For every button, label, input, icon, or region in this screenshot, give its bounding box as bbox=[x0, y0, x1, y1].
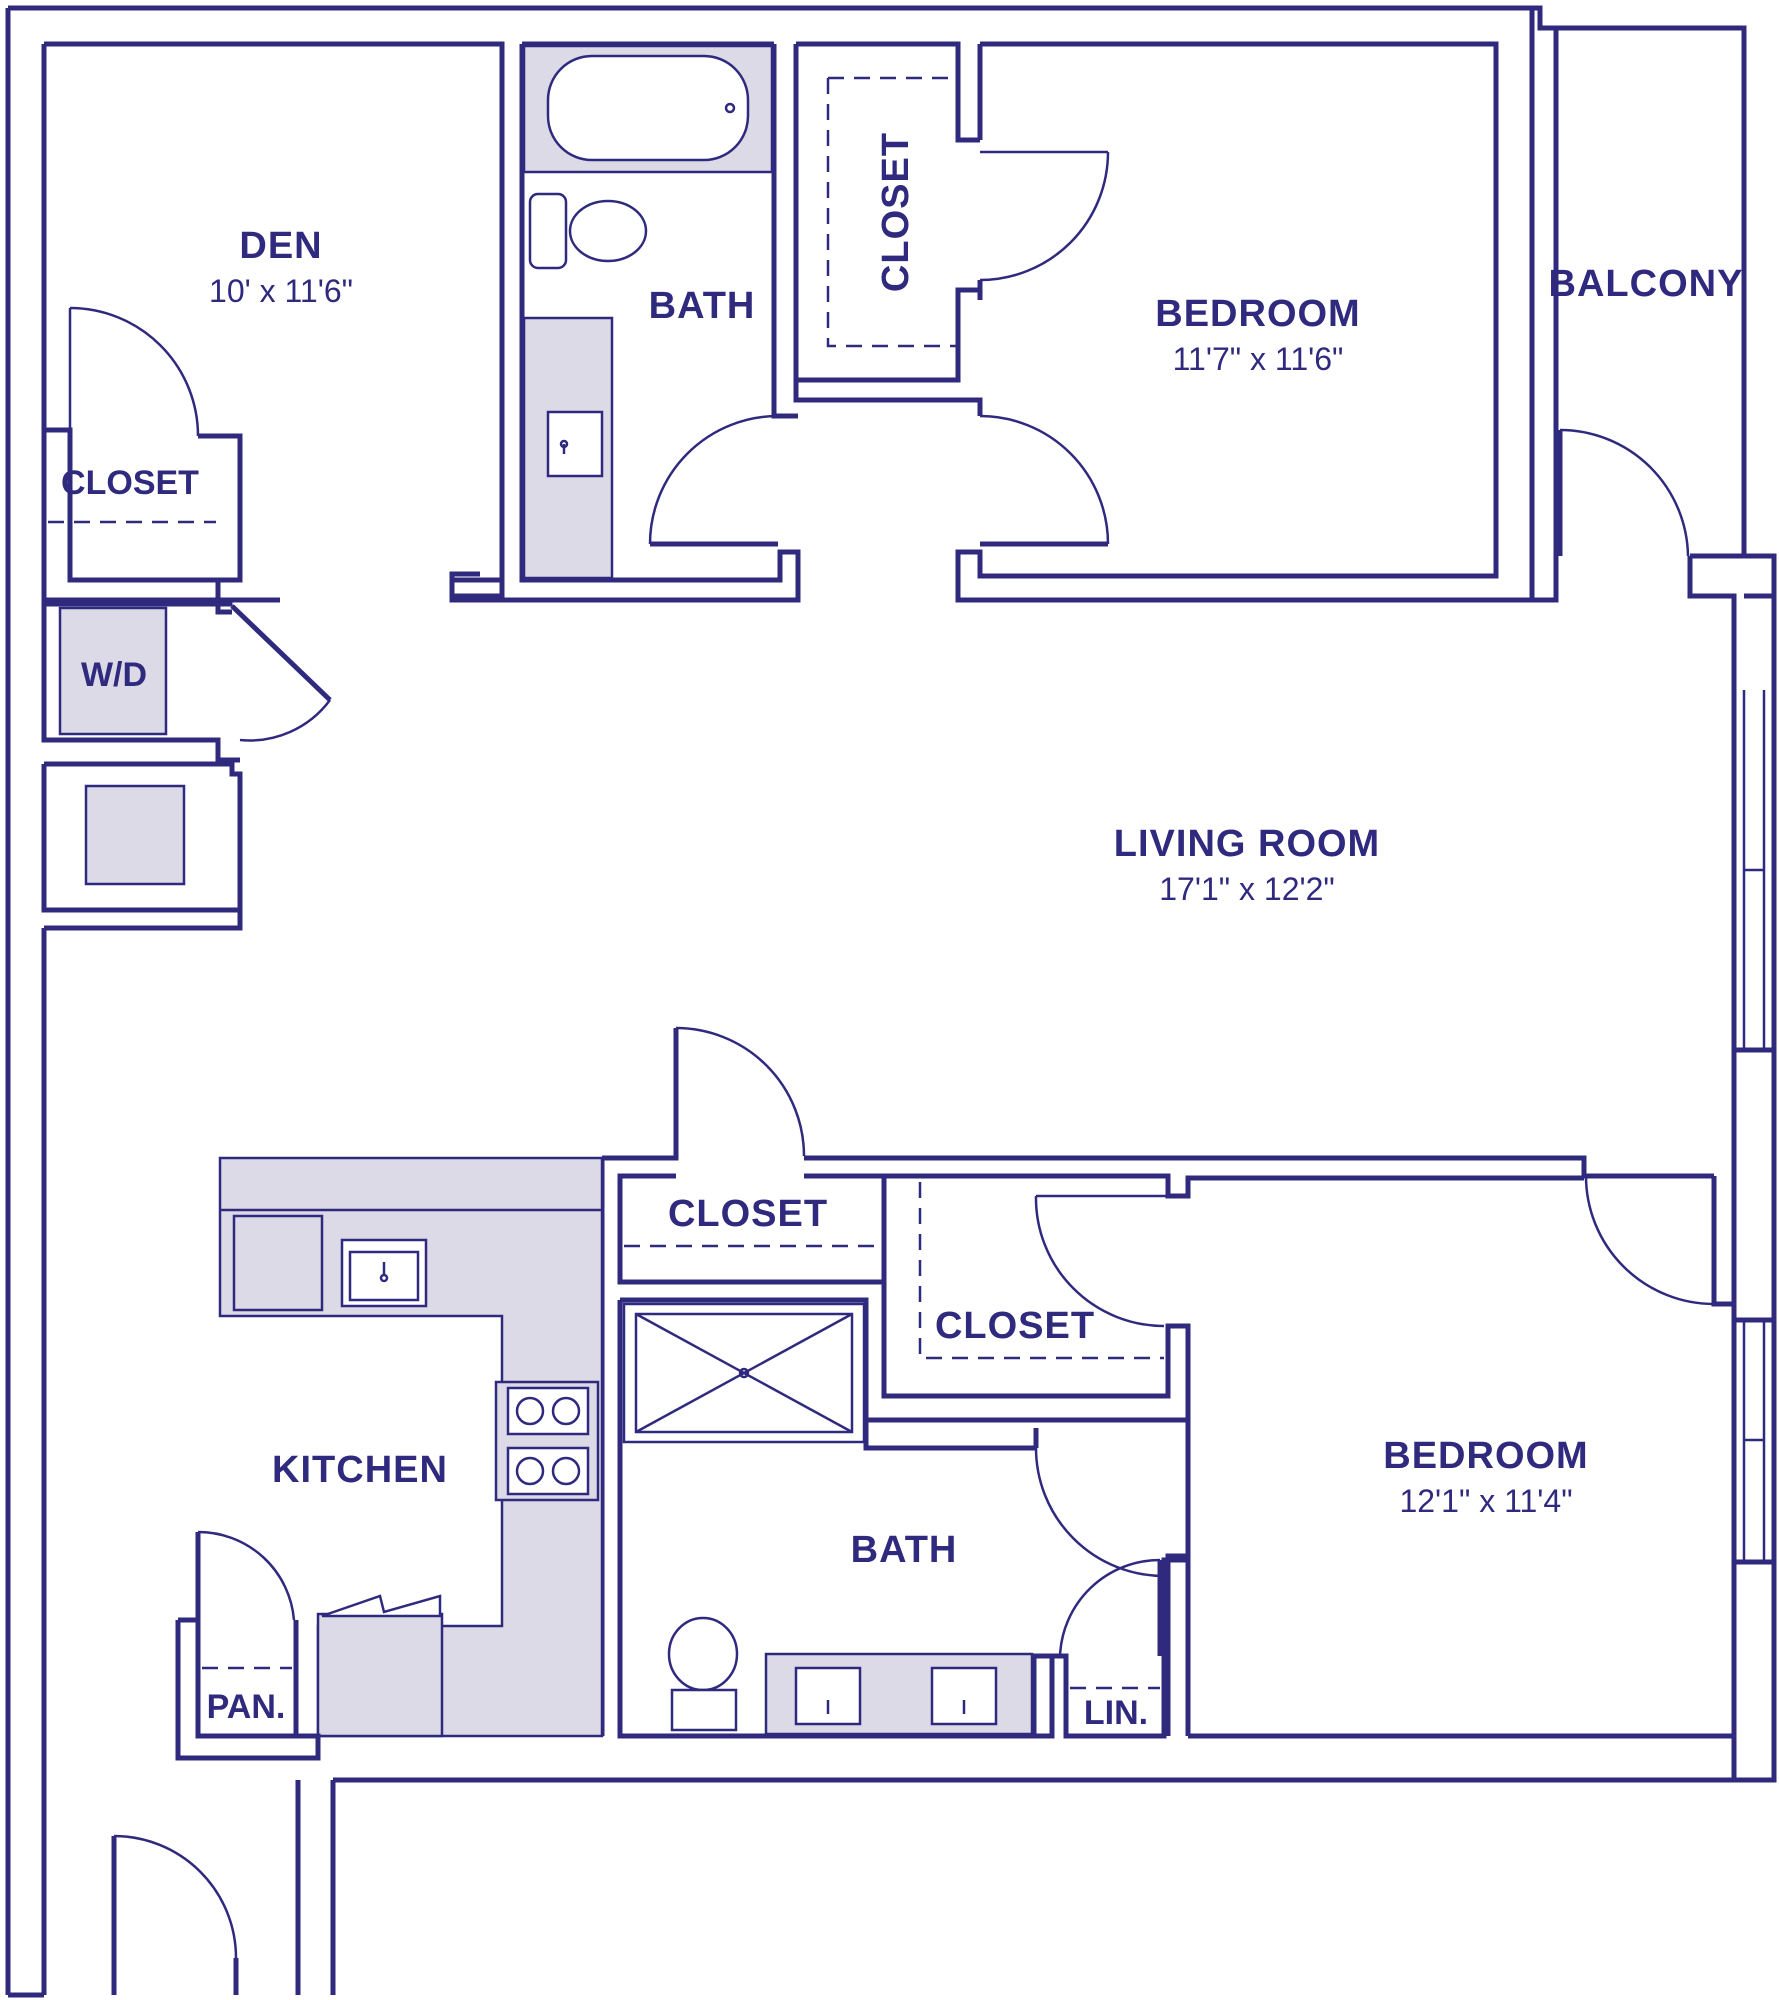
washer-dryer-icon bbox=[58, 606, 168, 736]
lower-toilet-icon bbox=[667, 1616, 739, 1692]
linen-label: LIN. bbox=[1084, 1694, 1148, 1732]
sink-icon bbox=[546, 410, 604, 478]
lower-bedroom-size: 12'1" x 11'4" bbox=[1399, 1483, 1572, 1519]
upper-bedroom-label: BEDROOM bbox=[1155, 293, 1360, 335]
upper-closet-label: CLOSET bbox=[875, 132, 917, 292]
upper-bath-label: BATH bbox=[649, 285, 756, 327]
bedroom-closet-label: CLOSET bbox=[935, 1305, 1095, 1347]
balcony-area bbox=[1532, 5, 1777, 690]
upper-bedroom bbox=[955, 41, 1559, 603]
living-room-label: LIVING ROOM bbox=[1114, 823, 1380, 865]
upper-bedroom-size: 11'7" x 11'6" bbox=[1173, 341, 1344, 377]
water-heater-icon bbox=[84, 784, 186, 886]
laundry-label: W/D bbox=[81, 656, 147, 694]
den-closet-label: CLOSET bbox=[61, 464, 199, 502]
upper-bath bbox=[449, 41, 801, 603]
kitchen-area bbox=[218, 1156, 604, 1738]
pantry-area bbox=[175, 1530, 321, 1761]
den-size: 10' x 11'6" bbox=[209, 273, 353, 309]
balcony-label: BALCONY bbox=[1549, 263, 1744, 305]
hall-closet-label: CLOSET bbox=[668, 1193, 828, 1235]
den-area bbox=[41, 306, 280, 607]
dishwasher-icon bbox=[232, 1214, 324, 1312]
den-label: DEN bbox=[239, 225, 322, 267]
room-labels: DEN 10' x 11'6" CLOSET W/D BATH CLOSET B… bbox=[61, 132, 1744, 1732]
pantry-label: PAN. bbox=[207, 1688, 286, 1726]
lower-bath bbox=[617, 1297, 1165, 1739]
upper-closet bbox=[793, 41, 1110, 403]
lower-bath-label: BATH bbox=[851, 1529, 958, 1571]
lower-bedroom-label: BEDROOM bbox=[1383, 1435, 1588, 1477]
refrigerator-icon bbox=[316, 1612, 444, 1738]
toilet-icon bbox=[528, 192, 568, 270]
lower-bedroom bbox=[1165, 1178, 1734, 1739]
kitchen-label: KITCHEN bbox=[272, 1449, 448, 1491]
living-room-size: 17'1" x 12'2" bbox=[1159, 871, 1335, 907]
entry-door bbox=[41, 1780, 239, 1995]
window-wall bbox=[1711, 596, 1777, 1780]
laundry-area bbox=[41, 600, 332, 931]
bedroom-closet-area bbox=[863, 1173, 1584, 1423]
linen-area bbox=[1052, 1557, 1191, 1739]
